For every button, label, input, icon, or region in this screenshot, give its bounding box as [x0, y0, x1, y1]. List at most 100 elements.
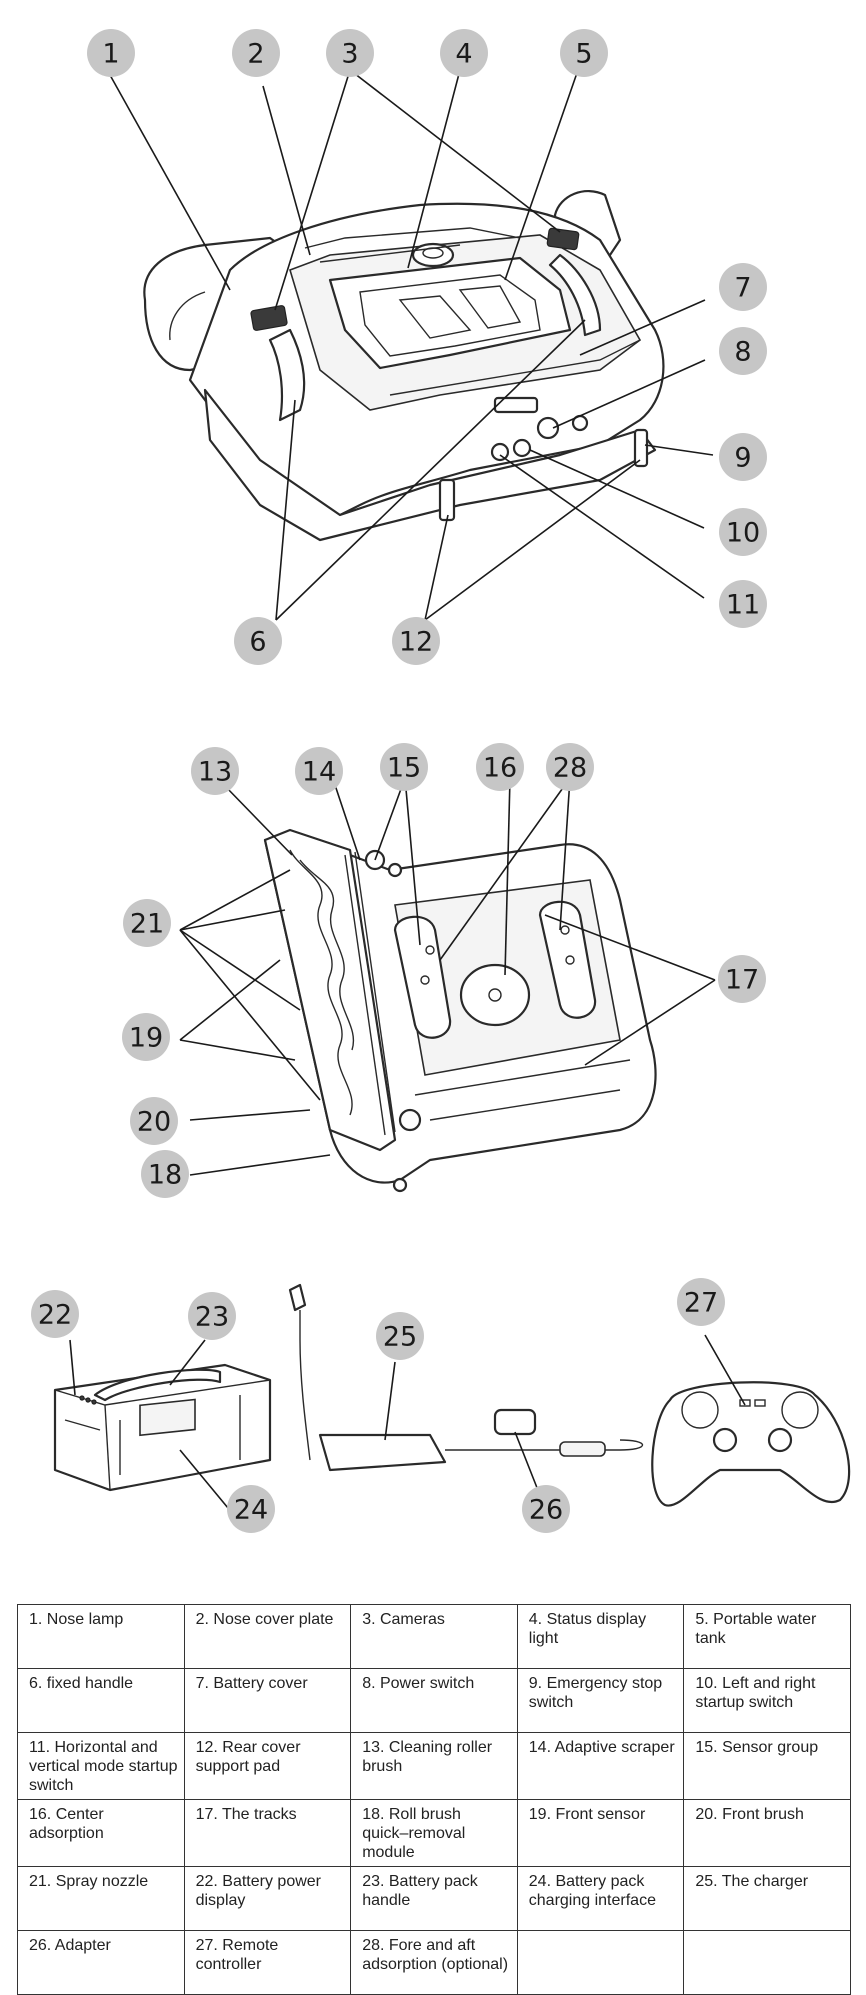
legend-cell: 18. Roll brush quick–removal module: [350, 1799, 518, 1867]
legend-cell: [683, 1930, 851, 1995]
callout-12: 12: [392, 617, 440, 665]
callout-8: 8: [719, 327, 767, 375]
legend-cell: 25. The charger: [683, 1866, 851, 1931]
callout-13: 13: [191, 747, 239, 795]
callout-4-label: 4: [455, 39, 472, 70]
callout-13-label: 13: [198, 757, 232, 788]
callout-11: 11: [719, 580, 767, 628]
legend-row: 26. Adapter 27. Remote controller 28. Fo…: [17, 1930, 851, 1995]
robot-top-view: [143, 190, 665, 542]
callout-4: 4: [440, 29, 488, 77]
legend-cell: [516, 1930, 685, 1995]
legend-cell: 16. Center adsorption: [17, 1799, 185, 1867]
callout-18-label: 18: [148, 1160, 182, 1191]
legend-cell: 3. Cameras: [350, 1604, 518, 1669]
legend-row: 1. Nose lamp 2. Nose cover plate 3. Came…: [17, 1604, 851, 1669]
legend-row: 11. Horizontal and vertical mode startup…: [17, 1732, 851, 1800]
callout-15: 15: [380, 743, 428, 791]
legend-cell: 24. Battery pack charging interface: [516, 1866, 685, 1931]
callout-25: 25: [376, 1312, 424, 1360]
callout-24-label: 24: [234, 1495, 268, 1526]
callout-6: 6: [234, 617, 282, 665]
callout-19-label: 19: [129, 1023, 163, 1054]
legend-cell: 19. Front sensor: [516, 1799, 685, 1867]
callout-1: 1: [87, 29, 135, 77]
callout-9: 9: [719, 433, 767, 481]
callout-25-label: 25: [383, 1322, 417, 1353]
callout-15-label: 15: [387, 753, 421, 784]
remote-controller: [651, 1381, 851, 1507]
callout-3-label: 3: [341, 39, 358, 70]
callout-20-label: 20: [137, 1107, 171, 1138]
callout-28-label: 28: [553, 753, 587, 784]
callout-14-label: 14: [302, 757, 336, 788]
callout-1-label: 1: [102, 39, 119, 70]
legend-row: 16. Center adsorption 17. The tracks 18.…: [17, 1799, 851, 1867]
callout-5-label: 5: [575, 39, 592, 70]
callout-20: 20: [130, 1097, 178, 1145]
callout-6-label: 6: [249, 627, 266, 658]
legend-cell: 7. Battery cover: [183, 1668, 352, 1733]
legend-cell: 4. Status display light: [516, 1604, 685, 1669]
callout-14: 14: [295, 747, 343, 795]
legend-cell: 9. Emergency stop switch: [516, 1668, 685, 1733]
legend-row: 21. Spray nozzle 22. Battery power displ…: [17, 1866, 851, 1931]
legend-cell: 23. Battery pack handle: [350, 1866, 518, 1931]
legend-cell: 28. Fore and aft adsorption (optional): [350, 1930, 518, 1995]
callout-2: 2: [232, 29, 280, 77]
legend-row: 6. fixed handle 7. Battery cover 8. Powe…: [17, 1668, 851, 1733]
callout-24: 24: [227, 1485, 275, 1533]
callout-26-label: 26: [529, 1495, 563, 1526]
legend-cell: 5. Portable water tank: [683, 1604, 851, 1669]
legend-cell: 27. Remote controller: [183, 1930, 352, 1995]
callout-3: 3: [326, 29, 374, 77]
legend-cell: 11. Horizontal and vertical mode startup…: [17, 1732, 185, 1800]
callout-23-label: 23: [195, 1302, 229, 1333]
callout-21: 21: [123, 899, 171, 947]
legend-cell: 2. Nose cover plate: [183, 1604, 352, 1669]
callout-17: 17: [718, 955, 766, 1003]
callout-11-label: 11: [726, 590, 760, 621]
callout-22-label: 22: [38, 1300, 72, 1331]
callout-18: 18: [141, 1150, 189, 1198]
callout-7-label: 7: [734, 273, 751, 304]
leader-lines: [69, 69, 746, 1509]
parts-legend-table: 1. Nose lamp 2. Nose cover plate 3. Came…: [17, 1604, 851, 1995]
legend-cell: 26. Adapter: [17, 1930, 185, 1995]
callout-26: 26: [522, 1485, 570, 1533]
callout-28: 28: [546, 743, 594, 791]
legend-cell: 15. Sensor group: [683, 1732, 851, 1800]
callout-10: 10: [719, 508, 767, 556]
callout-19: 19: [122, 1013, 170, 1061]
callout-27: 27: [677, 1278, 725, 1326]
legend-cell: 13. Cleaning roller brush: [350, 1732, 518, 1800]
callout-12-label: 12: [399, 627, 433, 658]
callout-16: 16: [476, 743, 524, 791]
callout-16-label: 16: [483, 753, 517, 784]
callout-17-label: 17: [725, 965, 759, 996]
callout-9-label: 9: [734, 443, 751, 474]
callout-5: 5: [560, 29, 608, 77]
callout-23: 23: [188, 1292, 236, 1340]
legend-cell: 6. fixed handle: [17, 1668, 185, 1733]
legend-cell: 10. Left and right startup switch: [683, 1668, 851, 1733]
callout-2-label: 2: [247, 39, 264, 70]
legend-cell: 8. Power switch: [350, 1668, 518, 1733]
legend-cell: 17. The tracks: [183, 1799, 352, 1867]
legend-cell: 20. Front brush: [683, 1799, 851, 1867]
callout-21-label: 21: [130, 909, 164, 940]
legend-cell: 12. Rear cover support pad: [183, 1732, 352, 1800]
legend-cell: 1. Nose lamp: [17, 1604, 185, 1669]
callout-10-label: 10: [726, 518, 760, 549]
callout-7: 7: [719, 263, 767, 311]
charger: [288, 1283, 643, 1472]
callout-27-label: 27: [684, 1288, 718, 1319]
legend-cell: 21. Spray nozzle: [17, 1866, 185, 1931]
battery-pack: [53, 1363, 272, 1492]
legend-cell: 14. Adaptive scraper: [516, 1732, 685, 1800]
callout-8-label: 8: [734, 337, 751, 368]
callout-22: 22: [31, 1290, 79, 1338]
robot-bottom-view: [263, 828, 657, 1193]
legend-cell: 22. Battery power display: [183, 1866, 352, 1931]
